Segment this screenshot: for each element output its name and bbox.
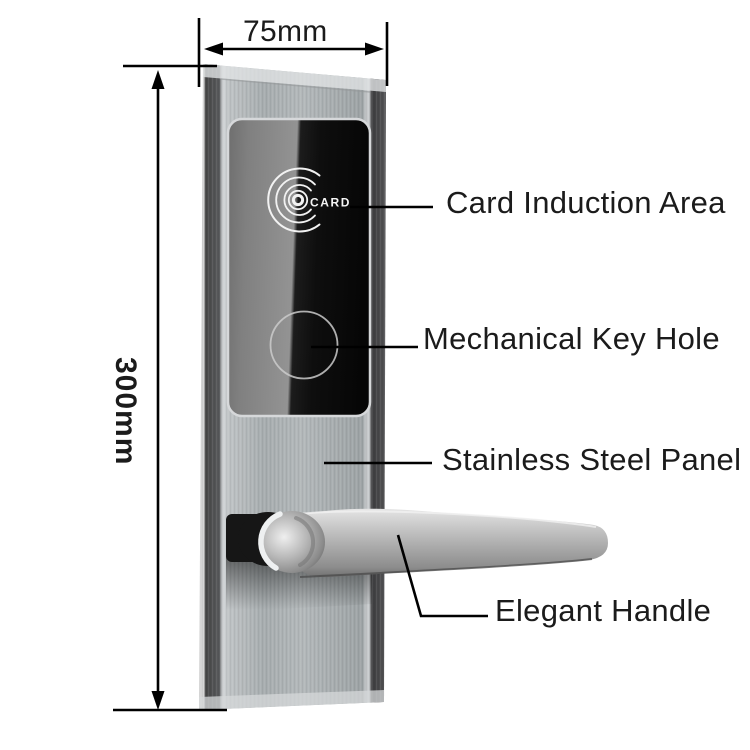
- callout-mechanical-key-hole: Mechanical Key Hole: [423, 321, 720, 356]
- ring-fourth: [287, 189, 309, 211]
- callout-elegant-handle: Elegant Handle: [495, 593, 712, 628]
- handle-lever-top-highlight: [299, 510, 597, 528]
- mechanical-keyhole-circle: [269, 310, 339, 380]
- handle-collar-highlight: [258, 511, 283, 571]
- card-reader-glass-panel: [226, 117, 372, 418]
- callout-leader-lines: [311, 205, 488, 618]
- handle-lever-bottom-edge: [299, 558, 593, 578]
- callout-stainless-steel-panel: Stainless Steel Panel: [442, 442, 742, 477]
- callout-card-induction-area: Card Induction Area: [446, 185, 726, 220]
- width-arrowhead-left: [204, 42, 223, 56]
- card-signal-rings-icon: [267, 167, 321, 233]
- width-dimension: [197, 18, 389, 87]
- height-arrowhead-bottom: [151, 691, 165, 710]
- lock-top-bevel-seam: [220, 78, 371, 93]
- ring-center: [291, 193, 305, 207]
- door-lock-illustration: CARD: [199, 64, 608, 710]
- card-reader-text: CARD: [310, 196, 351, 210]
- handle-collar-inner-shade: [294, 516, 316, 567]
- height-dimension-label: 300mm: [109, 357, 142, 466]
- lock-top-bevel: [203, 64, 386, 92]
- ring-second-arc: [275, 176, 316, 224]
- width-arrowhead-right: [365, 42, 384, 56]
- height-dimension: [113, 64, 227, 712]
- elegant-handle-leader-line: [396, 534, 488, 618]
- lock-bottom-bevel: [199, 690, 384, 710]
- ring-third-arc: [283, 184, 312, 216]
- handle-lever: [291, 508, 608, 578]
- door-handle: [226, 508, 608, 612]
- width-dimension-label: 75mm: [243, 15, 328, 48]
- height-arrowhead-top: [151, 70, 165, 89]
- ring-outer-arc: [267, 167, 321, 233]
